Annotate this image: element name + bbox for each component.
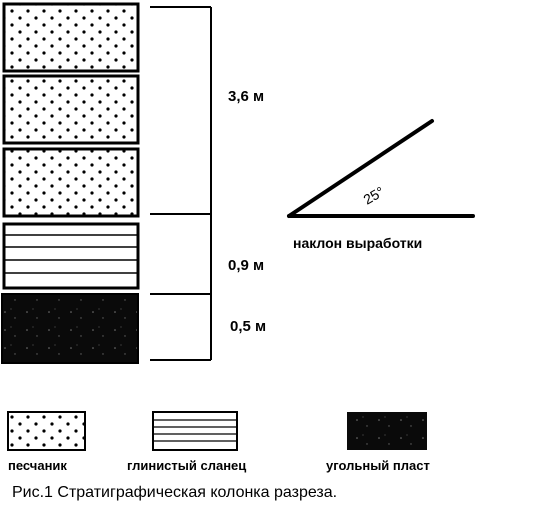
inclination-angle [287, 119, 475, 218]
legend: песчаник глинистый сланец угольный пласт [7, 411, 430, 473]
sandstone-block-3 [2, 147, 140, 218]
legend-label-shale: глинистый сланец [127, 458, 246, 473]
thickness-label-sandstone: 3,6 м [228, 88, 264, 105]
angle-label: 25° [361, 183, 387, 207]
sandstone-block-1 [2, 2, 140, 73]
legend-label-coal: угольный пласт [326, 458, 430, 473]
legend-label-sandstone: песчаник [8, 458, 67, 473]
thickness-label-shale: 0,9 м [228, 257, 264, 274]
thickness-label-coal: 0,5 м [230, 318, 266, 335]
column-shale [2, 222, 140, 290]
thickness-brackets [150, 6, 212, 361]
legend-swatch-sandstone [7, 411, 86, 451]
column-sandstone [2, 2, 140, 218]
legend-swatch-coal [347, 412, 427, 450]
inclination-caption: наклон выработки [293, 235, 422, 251]
figure-caption: Рис.1 Стратиграфическая колонка разреза. [12, 484, 338, 501]
sandstone-block-2 [2, 74, 140, 145]
column-coal [1, 293, 139, 364]
legend-swatch-shale [152, 411, 238, 451]
